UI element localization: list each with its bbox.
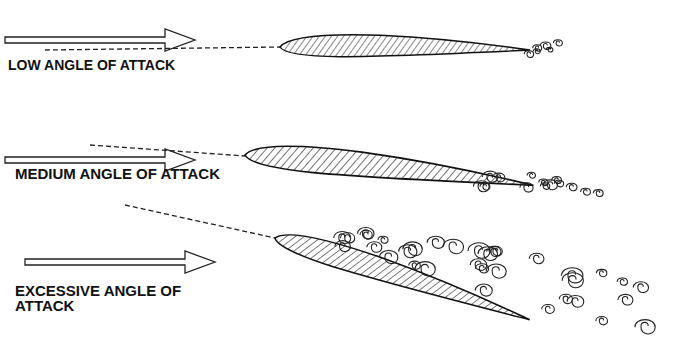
eddy — [553, 40, 562, 46]
eddy — [492, 173, 504, 182]
eddy — [358, 227, 374, 239]
eddy — [378, 236, 388, 243]
eddy — [486, 264, 506, 278]
eddy — [618, 294, 633, 305]
eddy — [443, 239, 464, 254]
eddy — [415, 262, 435, 276]
eddy — [617, 278, 627, 285]
eddy — [635, 320, 655, 334]
eddy — [562, 273, 583, 288]
eddy — [379, 251, 397, 264]
eddy — [596, 317, 608, 325]
eddy — [360, 230, 372, 239]
angle-label: MEDIUM ANGLE OF ATTACK — [15, 166, 220, 181]
angle-label: EXCESSIVE ANGLE OF ATTACK — [15, 283, 183, 313]
eddy — [567, 295, 584, 307]
eddy — [520, 183, 533, 192]
chord-lines — [45, 47, 280, 238]
angle-label: LOW ANGLE OF ATTACK — [8, 58, 175, 72]
eddy — [427, 236, 444, 248]
airfoils — [244, 34, 535, 329]
eddy — [487, 246, 501, 256]
eddy — [403, 242, 422, 256]
eddy — [475, 284, 492, 296]
eddy — [470, 259, 486, 271]
eddy — [540, 42, 551, 50]
eddy — [524, 51, 534, 58]
eddy — [473, 181, 489, 192]
eddy — [593, 190, 603, 197]
eddy — [633, 282, 648, 293]
airfoil — [244, 140, 535, 196]
airfoil — [280, 34, 530, 59]
eddy — [533, 49, 540, 54]
eddy — [480, 183, 490, 190]
wind-arrows — [5, 29, 215, 273]
eddy — [552, 177, 562, 184]
eddy — [527, 172, 535, 178]
eddy — [581, 188, 591, 195]
eddy — [566, 183, 577, 191]
eddy — [335, 241, 350, 252]
eddy — [542, 304, 555, 313]
eddy — [482, 171, 498, 182]
eddy — [559, 294, 572, 303]
eddy — [529, 253, 544, 263]
turbulence — [334, 40, 656, 334]
airfoil — [272, 225, 534, 329]
eddy — [596, 269, 606, 276]
eddy — [367, 242, 382, 253]
